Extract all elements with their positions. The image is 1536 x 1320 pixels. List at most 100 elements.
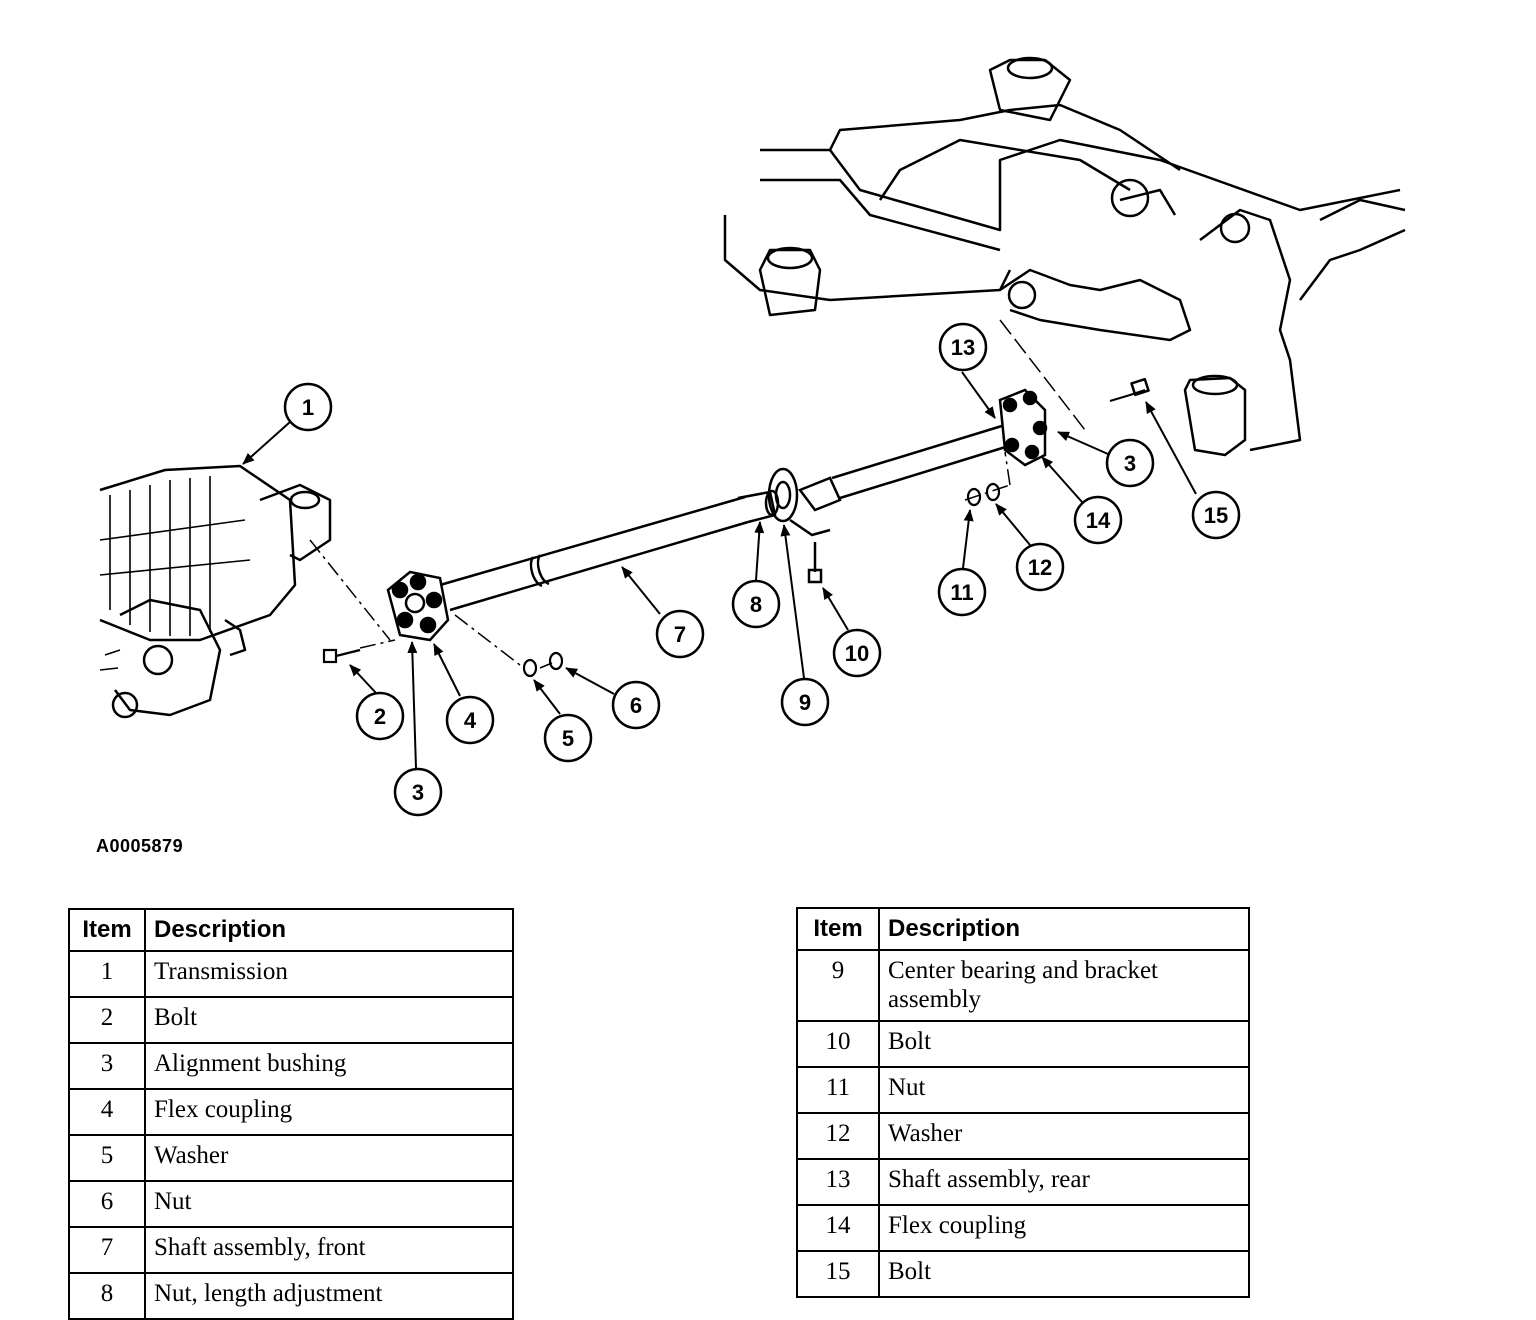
callout-circle	[1015, 542, 1065, 592]
callout-circle	[938, 322, 988, 372]
leader-4	[433, 643, 461, 697]
callout-15: 15	[1191, 490, 1241, 540]
item-description: Washer	[878, 1112, 1250, 1160]
callout-5: 5	[543, 713, 593, 763]
callout-circle	[611, 680, 661, 730]
item-description: Alignment bushing	[144, 1042, 514, 1090]
callout-number: 12	[1028, 555, 1052, 580]
item-description: Washer	[144, 1134, 514, 1182]
callout-circle	[832, 628, 882, 678]
callout-circle	[283, 382, 333, 432]
callout-number: 4	[464, 708, 477, 733]
nut-6	[548, 651, 564, 671]
washer-12	[985, 482, 1001, 502]
transmission	[99, 464, 332, 719]
callout-circle	[1073, 495, 1123, 545]
callout-13: 13	[938, 322, 988, 372]
item-number: 1	[68, 950, 146, 998]
callout-7: 7	[655, 609, 705, 659]
callout-circle	[1191, 490, 1241, 540]
callout-number: 8	[750, 592, 762, 617]
callout-number: 1	[302, 395, 314, 420]
callout-number: 14	[1086, 508, 1111, 533]
item-number: 4	[68, 1088, 146, 1136]
callout-number: 7	[674, 622, 686, 647]
item-number: 13	[796, 1158, 880, 1206]
item-number: 2	[68, 996, 146, 1044]
item-description: Shaft assembly, front	[144, 1226, 514, 1274]
callout-6: 6	[611, 680, 661, 730]
callout-number: 10	[845, 641, 869, 666]
item-description: Bolt	[878, 1250, 1250, 1298]
washer-5	[522, 658, 538, 678]
front-shaft	[439, 489, 780, 612]
item-description: Nut	[144, 1180, 514, 1228]
item-description: Bolt	[878, 1020, 1250, 1068]
leader-3-rear	[1057, 431, 1109, 455]
item-description: Center bearing and bracket assembly	[878, 949, 1250, 1022]
callout-circle	[543, 713, 593, 763]
item-number: 14	[796, 1204, 880, 1252]
callout-circle	[393, 767, 443, 817]
leader-2	[349, 664, 377, 694]
item-description: Shaft assembly, rear	[878, 1158, 1250, 1206]
callout-circle	[731, 579, 781, 629]
column-header-description: Description	[144, 908, 514, 952]
leader-1	[242, 421, 291, 465]
leader-9	[780, 524, 805, 679]
callout-3: 3	[393, 767, 443, 817]
leader-10	[822, 587, 849, 631]
callout-3: 3	[1105, 438, 1155, 488]
leader-15	[1145, 401, 1197, 495]
front-hardware	[322, 482, 1001, 678]
callout-2: 2	[355, 691, 405, 741]
leader-13	[961, 371, 996, 419]
callout-number: 5	[562, 726, 574, 751]
bolt-15	[1109, 377, 1150, 402]
bolt-2	[322, 648, 361, 664]
item-number: 6	[68, 1180, 146, 1228]
rear-subframe	[723, 56, 1406, 457]
callout-4: 4	[445, 695, 495, 745]
callout-circle	[655, 609, 705, 659]
callout-circle	[355, 691, 405, 741]
leader-7	[621, 566, 661, 615]
callout-1: 1	[283, 382, 333, 432]
callout-number: 9	[799, 690, 811, 715]
callout-circle	[445, 695, 495, 745]
item-number: 8	[68, 1272, 146, 1320]
item-description: Transmission	[144, 950, 514, 998]
callout-12: 12	[1015, 542, 1065, 592]
item-number: 12	[796, 1112, 880, 1160]
item-number: 3	[68, 1042, 146, 1090]
column-header-item: Item	[68, 908, 146, 952]
callout-8: 8	[731, 579, 781, 629]
callout-number: 11	[950, 580, 973, 605]
item-description: Nut	[878, 1066, 1250, 1114]
callout-number: 13	[951, 335, 975, 360]
leader-6	[565, 667, 615, 695]
callout-number: 15	[1204, 503, 1228, 528]
item-number: 7	[68, 1226, 146, 1274]
figure-code: A0005879	[96, 836, 184, 856]
leader-11	[962, 509, 974, 569]
column-header-description: Description	[878, 907, 1250, 951]
callout-11: 11	[937, 567, 987, 617]
callout-14: 14	[1073, 495, 1123, 545]
rear-shaft	[831, 423, 1013, 500]
